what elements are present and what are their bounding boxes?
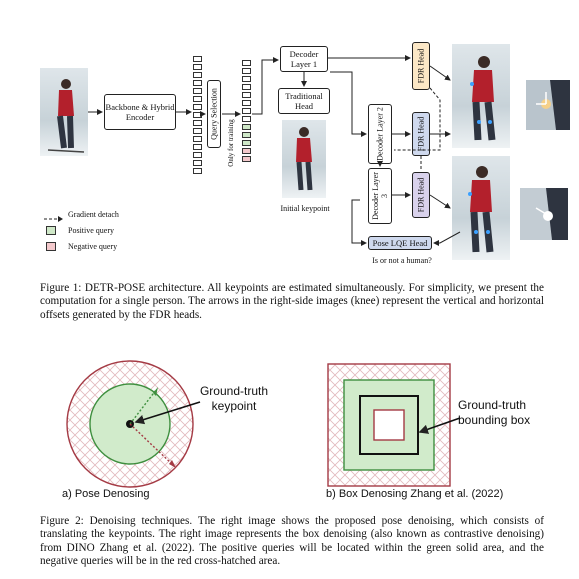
subcaption-a: a) Pose Denosing [62, 488, 150, 500]
decoder-layer-1-box: Decoder Layer 1 [280, 46, 328, 72]
traditional-head-label: Traditional Head [285, 91, 323, 111]
query-stack-1 [193, 56, 202, 176]
legend-gradient-detach: Gradient detach [44, 210, 119, 228]
knee-crop-2 [520, 188, 568, 240]
output-image-2 [452, 156, 510, 260]
pose-lqe-head-box: Pose LQE Head [368, 236, 432, 250]
human-question: Is or not a human? [372, 256, 432, 265]
output-image-1 [452, 44, 510, 148]
pose-lqe-head-label: Pose LQE Head [372, 238, 428, 248]
denoising-diagrams [66, 360, 461, 488]
legend-positive-query: Positive query [46, 226, 114, 235]
backbone-box: Backbone & Hybrid Encoder [104, 94, 176, 130]
initial-keypoint-label: Initial keypoint [280, 204, 330, 213]
pose-denoising-diagram [66, 360, 201, 488]
architecture-arrows [88, 55, 461, 246]
input-image [40, 68, 88, 156]
skier-icon [296, 127, 313, 191]
query-stack-2 [242, 60, 251, 170]
knee-offset-icon [536, 80, 570, 130]
subcaption-b: b) Box Denosing Zhang et al. (2022) [326, 488, 504, 500]
decoder-layer-1-label: Decoder Layer 1 [289, 49, 319, 69]
skier-icon [47, 79, 85, 153]
fdr-head-1: FDR Head [412, 42, 430, 90]
backbone-label: Backbone & Hybrid Encoder [105, 102, 175, 122]
legend-negative-query: Negative query [46, 242, 117, 251]
legend: Gradient detach Positive query Negative … [44, 210, 164, 260]
fdr-head-3: FDR Head [412, 172, 430, 218]
dashed-arrow-icon [44, 216, 63, 222]
query-selection-box: Query Selection [207, 80, 221, 148]
initial-keypoint-image [282, 120, 326, 198]
fdr-head-2: FDR Head [412, 112, 430, 156]
figure-1-caption: Figure 1: DETR-POSE architecture. All ke… [40, 282, 544, 321]
skier-icon [470, 56, 496, 141]
figure-2-caption: Figure 2: Denoising techniques. The righ… [40, 515, 544, 568]
figure-1: Backbone & Hybrid Encoder Query Selectio… [40, 42, 570, 321]
knee-crop-1 [526, 80, 570, 130]
box-denoising-diagram [327, 363, 461, 487]
decoder-layer-3-box: Decoder Layer 3 [368, 168, 392, 224]
knee-offset-icon [535, 188, 568, 240]
gt-keypoint-label: Ground-truth keypoint [199, 384, 269, 413]
skier-icon [468, 166, 494, 253]
figure-2: Ground-truth keypoint Ground-truth bound… [0, 340, 579, 579]
traditional-head-box: Traditional Head [278, 88, 330, 114]
gt-box-label: Ground-truth bounding box [458, 398, 531, 427]
